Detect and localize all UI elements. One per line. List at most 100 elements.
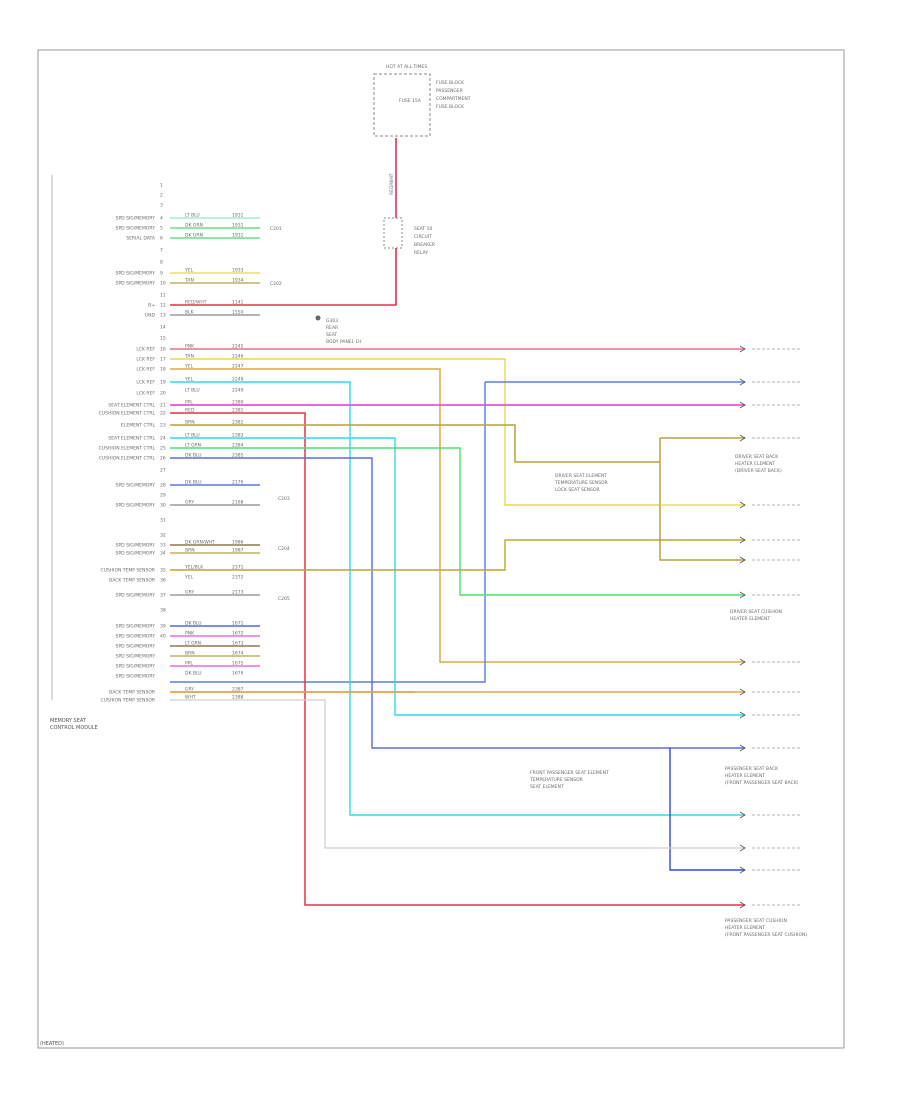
pin-number: 39 [160, 624, 166, 630]
pin-number: 8 [160, 260, 163, 266]
hot-at-all-times-label: HOT AT ALL TIMES [386, 64, 427, 70]
wire-color-label: PPL [185, 400, 193, 406]
wires-layer [170, 138, 800, 909]
wire-long-8 [170, 424, 660, 463]
circuit-number: 1672 [232, 631, 244, 637]
left-label: LCK REF [136, 367, 155, 373]
fuse-block-outline [373, 73, 431, 137]
pin-number: 6 [160, 236, 163, 242]
wire-color-label: PNK [185, 631, 195, 637]
right-component-0-line-0: DRIVER SEAT BACK [735, 454, 779, 460]
left-label: SPD SIG/MEMORY [116, 551, 156, 557]
left-label: SPD SIG/MEMORY [116, 271, 156, 277]
circuit-number: 1673 [232, 641, 244, 647]
ground-label-0: G303 [326, 318, 338, 324]
right-component-2-line-1: HEATER ELEMENT [725, 773, 765, 779]
circuit-number: 1671 [232, 621, 244, 627]
circuit-number: 1550 [232, 310, 244, 316]
left-label: SPD SIG/MEMORY [116, 543, 156, 549]
left-label: SERIAL DATA [126, 236, 156, 242]
left-label: SPD SIG/MEMORY [116, 483, 156, 489]
wire-color-label: DK GRN/WHT [185, 540, 215, 546]
connector-tag-3: C204 [278, 546, 290, 552]
pin-number: 18 [160, 367, 166, 373]
circuit-number: 2388 [232, 695, 244, 701]
pin-number: 26 [160, 456, 166, 462]
pin-number: 25 [160, 446, 166, 452]
pin-number: 13 [160, 313, 166, 319]
circuit-number: 2380 [232, 400, 244, 406]
wire-color-label: DK BLU [185, 621, 202, 627]
wire-color-label: DK BLU [185, 453, 202, 459]
circuit-number: 1931 [232, 223, 244, 229]
wire-color-label: WHT [185, 695, 196, 701]
left-label: SPD SIG/MEMORY [116, 503, 156, 509]
connector-mark-8 [739, 658, 746, 666]
pin-number: 22 [160, 411, 166, 417]
wire-color-label: PPL [185, 661, 193, 667]
left-label: SPD SIG/MEMORY [116, 281, 156, 287]
middle-component-labels: DRIVER SEAT ELEMENT TEMPERATURE SENSOR L… [529, 473, 609, 790]
left-label: SPD SIG/MEMORY [116, 226, 156, 232]
circuit-number: 2248 [232, 377, 244, 383]
module-name-line-1: CONTROL MODULE [50, 725, 98, 731]
circuit-number: 1674 [232, 651, 244, 657]
wire-color-label: DK GRN [185, 223, 203, 229]
connector-mark-9 [739, 688, 746, 696]
left-labels-layer: SPD SIG/MEMORY SPD SIG/MEMORY SERIAL DATA S… [99, 216, 156, 704]
wire-color-label: BRN [185, 548, 195, 554]
wire-color-label: TAN [184, 354, 194, 360]
breaker-wire-color: RED/WHT [389, 173, 395, 195]
circuit-number: 1931 [232, 213, 244, 219]
wire-long-7 [170, 412, 745, 906]
wire-color-label: RED/WHT [185, 300, 207, 306]
connector-mark-7 [739, 591, 746, 599]
left-label: GND [145, 313, 156, 319]
wire-color-label: RED [185, 408, 195, 414]
wire-long-11 [170, 437, 745, 716]
circuit-number: 2249 [232, 388, 244, 394]
middle-label-1-line-0: FRONT PASSENGER SEAT ELEMENT [530, 770, 609, 776]
circuit-number: 2246 [232, 354, 244, 360]
left-label: CUSHION TEMP SENSOR [100, 568, 155, 574]
right-component-3-line-2: (FRONT PASSENGER SEAT CUSHION) [725, 932, 807, 938]
pin-number: 5 [160, 226, 163, 232]
left-label: CUSHION ELEMENT CTRL [99, 456, 156, 462]
wire-color-label: LT BLU [185, 213, 200, 219]
left-label: SPD SIG/MEMORY [116, 664, 156, 670]
pin-number: 17 [160, 357, 166, 363]
pin-number: 37 [160, 593, 166, 599]
left-label: BACK TEMP SENSOR [109, 690, 155, 696]
pin-number: 4 [160, 216, 163, 222]
right-component-2-line-2: (FRONT PASSENGER SEAT BACK) [725, 780, 799, 786]
wire-color-label: DK BLU [185, 480, 202, 486]
wire-color-label: YEL [184, 575, 194, 581]
connector-tags: C201 C202 C203 C204 C205 [270, 226, 290, 602]
pin-number: 15 [160, 336, 166, 342]
pin-number: 23 [160, 423, 166, 429]
circuit-breaker-component: SEAT 10 CIRCUIT BREAKER RELAY RED/WHT [383, 173, 435, 256]
circuit-number: 1676 [232, 671, 244, 677]
pin-number: 11 [160, 293, 166, 299]
left-label: SPD SIG/MEMORY [116, 624, 156, 630]
pin-number: 24 [160, 436, 166, 442]
circuit-number: 2176 [232, 480, 244, 486]
right-component-3-line-0: PASSENGER SEAT CUSHION [725, 918, 787, 924]
circuit-breaker-label-3: RELAY [414, 250, 428, 256]
right-component-0-line-2: (DRIVER SEAT BACK) [735, 468, 782, 474]
wire-color-label: LT BLU [185, 433, 200, 439]
wire-color-label: YEL [184, 377, 194, 383]
circuit-number: 1675 [232, 661, 244, 667]
circuit-breaker-outline [383, 217, 403, 249]
left-label: CUSHION ELEMENT CTRL [99, 411, 156, 417]
pin-number: 32 [160, 533, 166, 539]
wire-long-15 [669, 748, 745, 871]
pin-number: 7 [160, 248, 163, 254]
connector-tag-1: C202 [270, 281, 282, 287]
wire-color-label: BLK [185, 310, 195, 316]
left-label: SPD SIG/MEMORY [116, 674, 156, 680]
connector-mark-1 [739, 378, 746, 386]
pin-number: 28 [160, 483, 166, 489]
circuit-number: 2168 [232, 500, 244, 506]
circuit-number: 2383 [232, 433, 244, 439]
